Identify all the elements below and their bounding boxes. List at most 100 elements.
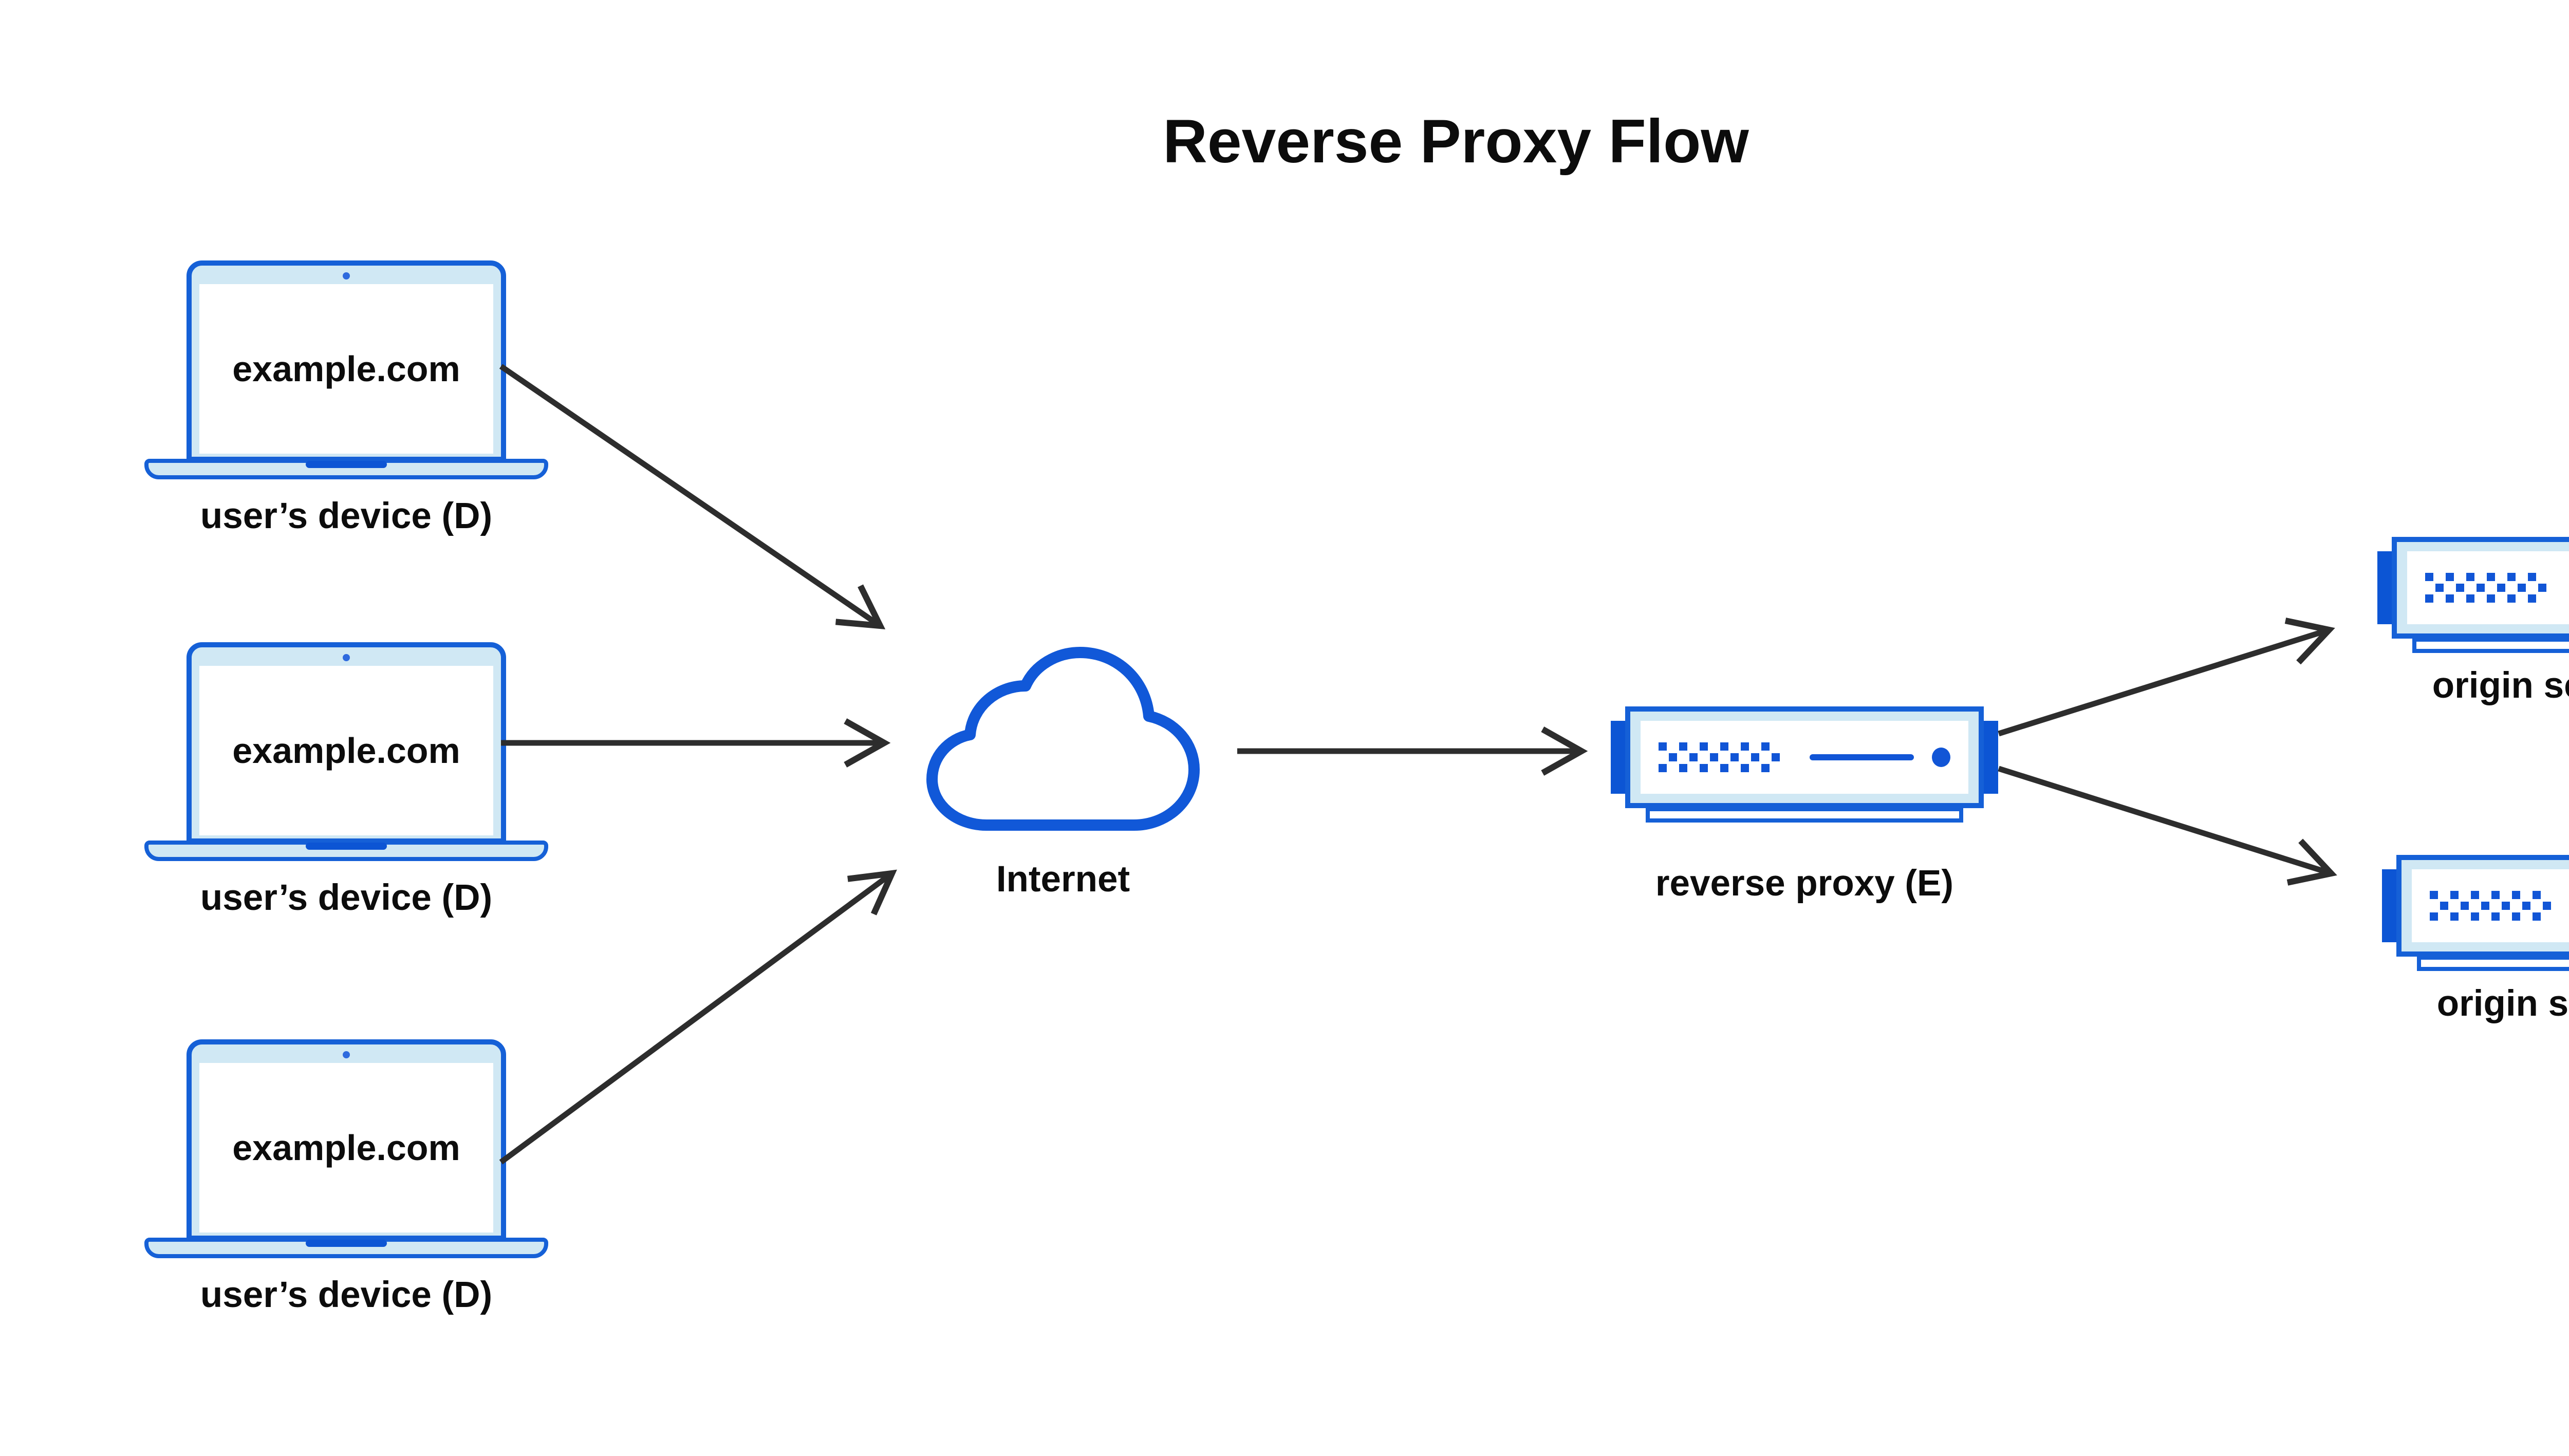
rack-server-icon [2396,855,2569,957]
origin-server-node-2: origin server (F) [2382,855,2569,1060]
server-vents-icon [2430,891,2551,921]
server-shadow [2412,638,2569,653]
vent-square [2522,902,2530,910]
vent-square [2487,573,2495,581]
vent-square [2446,573,2454,581]
vent-square [1751,753,1759,761]
vent-square [1761,742,1770,751]
laptop-lid-icon: example.com [187,1039,506,1241]
device-url-text: example.com [232,731,460,771]
vent-square [2497,584,2505,592]
device-label: user’s device (D) [200,1275,493,1315]
laptop-camera-icon [343,272,350,279]
vent-square [1720,764,1728,772]
vent-square [1761,764,1770,772]
vent-square [2466,594,2474,603]
vent-square [2450,912,2459,921]
cloud-icon [926,647,1200,831]
vent-square [2461,902,2469,910]
server-led-icon [1932,748,1950,767]
vent-square [1741,742,1749,751]
vent-square [1730,753,1739,761]
vent-square [2502,902,2510,910]
laptop-lid-icon: example.com [187,642,506,844]
vent-square [2430,891,2438,899]
user-device-node-3: example.com user’s device (D) [144,1039,548,1327]
vent-square [1689,753,1698,761]
laptop-hinge-notch-icon [306,843,387,850]
vent-square [2538,584,2546,592]
vent-square [1741,764,1749,772]
device-url-text: example.com [232,1128,460,1168]
vent-square [2533,912,2541,921]
vent-square [2466,573,2474,581]
arrow-proxy-to-origin1 [1998,618,2335,737]
diagram-title: Reverse Proxy Flow [1163,107,1749,176]
user-device-node-1: example.com user’s device (D) [144,260,548,548]
vent-square [1659,764,1667,772]
device-label: user’s device (D) [200,496,493,536]
vent-square [2528,573,2536,581]
laptop-screen: example.com [199,666,493,835]
vent-square [2507,573,2516,581]
vent-square [2471,912,2479,921]
laptop-hinge-notch-icon [306,461,387,468]
laptop-lid-icon: example.com [187,260,506,462]
vent-square [2425,573,2433,581]
vent-square [1700,764,1708,772]
vent-square [2491,912,2500,921]
vent-square [1772,753,1780,761]
server-shadow [2417,956,2569,971]
vent-square [1659,742,1667,751]
vent-square [2456,584,2464,592]
rack-server-icon [1625,706,1984,808]
vent-square [2435,584,2444,592]
arrow-device1-to-internet [499,364,886,629]
arrow-proxy-to-origin2 [1998,766,2337,886]
vent-square [2477,584,2485,592]
vent-square [1710,753,1718,761]
reverse-proxy-label: reverse proxy (E) [1655,863,1954,904]
laptop-screen: example.com [199,1063,493,1233]
rack-server-icon [2392,537,2569,639]
vent-square [2491,891,2500,899]
user-device-node-2: example.com user’s device (D) [144,642,548,930]
laptop-screen: example.com [199,284,493,454]
vent-square [2518,584,2526,592]
server-slot-line-icon [1810,754,1914,760]
server-right-tab-icon [1983,721,1998,794]
vent-square [1700,742,1708,751]
vent-square [2446,594,2454,603]
vent-square [2512,912,2520,921]
laptop-hinge-notch-icon [306,1240,387,1247]
vent-square [1679,764,1687,772]
vent-square [1720,742,1728,751]
vent-square [1679,742,1687,751]
vent-square [2507,594,2516,603]
vent-square [2512,891,2520,899]
vent-square [2440,902,2448,910]
internet-node: Internet [916,646,1211,913]
origin-server-label: origin server (F) [2432,665,2569,706]
vent-square [2450,891,2459,899]
laptop-camera-icon [343,654,350,661]
vent-square [2533,891,2541,899]
vent-square [2471,891,2479,899]
server-vents-icon [1659,742,1780,772]
server-left-tab-icon [1611,721,1626,794]
server-left-tab-icon [2377,551,2393,624]
reverse-proxy-node: reverse proxy (E) [1611,706,1998,912]
laptop-camera-icon [343,1051,350,1058]
internet-label: Internet [996,859,1130,900]
server-shadow [1646,807,1963,823]
device-label: user’s device (D) [200,878,493,918]
vent-square [2425,594,2433,603]
server-vents-icon [2425,573,2546,603]
device-url-text: example.com [232,349,460,389]
origin-server-node-1: origin server (F) [2377,537,2569,742]
vent-square [2487,594,2495,603]
origin-server-label: origin server (F) [2436,983,2569,1024]
vent-square [2543,902,2551,910]
server-left-tab-icon [2382,869,2397,942]
